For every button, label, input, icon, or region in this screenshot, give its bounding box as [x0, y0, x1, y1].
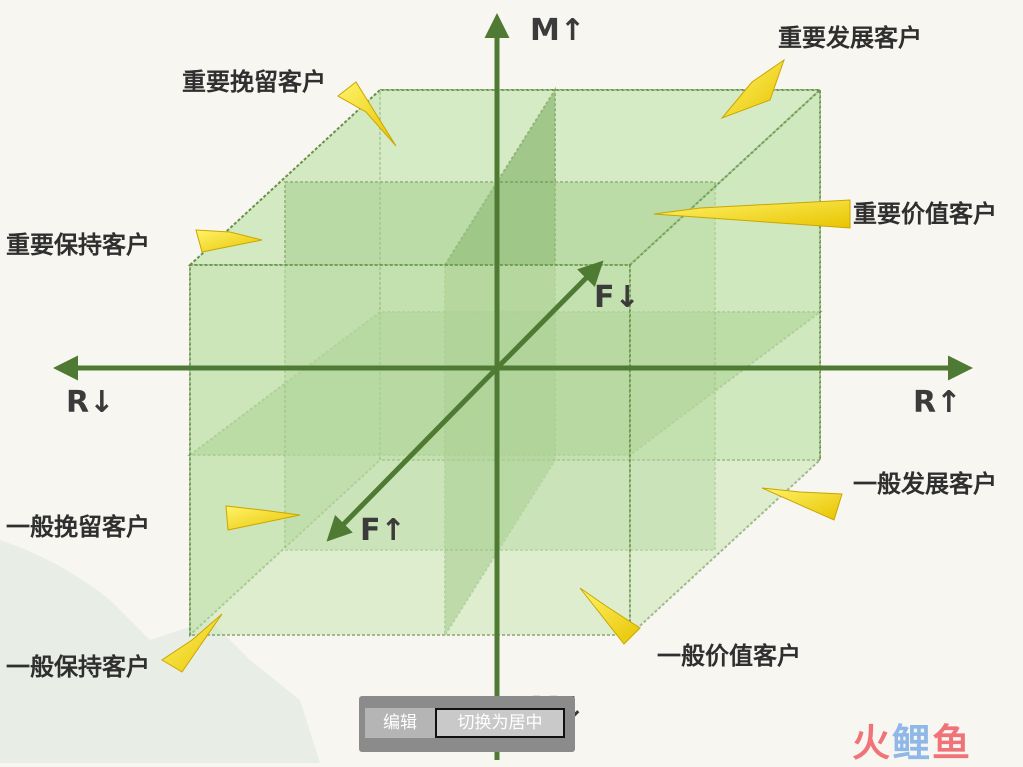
arrow-general-value: [579, 587, 641, 645]
image-edit-toolbar: 编辑 切换为居中: [359, 696, 575, 752]
watermark-part-1: 火: [852, 721, 893, 765]
f-axis-back: [495, 260, 604, 370]
f-axis-front: [326, 366, 499, 542]
arrow-general-keep: [161, 613, 223, 673]
edit-button[interactable]: 编辑: [365, 708, 435, 738]
label-general-develop: 一般发展客户: [853, 470, 997, 498]
label-important-retain: 重要挽留客户: [182, 68, 326, 96]
pointer-arrows: [161, 58, 851, 673]
label-important-develop: 重要发展客户: [778, 24, 922, 52]
axis-label-f-down: F↓: [594, 280, 640, 315]
label-general-value: 一般价值客户: [657, 642, 801, 670]
axis-label-r-up: R↑: [913, 385, 961, 420]
label-important-value: 重要价值客户: [853, 200, 997, 228]
axes: [53, 13, 973, 760]
arrow-important-retain: [337, 81, 397, 147]
axis-label-f-up: F↑: [360, 513, 406, 548]
label-general-retain: 一般挽留客户: [6, 513, 150, 541]
watermark-logo: 火鲤鱼: [852, 712, 972, 767]
axis-label-m-up: M↑: [530, 13, 585, 48]
arrow-general-retain: [225, 505, 301, 531]
cube-right-face: [629, 87, 821, 638]
toggle-center-button[interactable]: 切换为居中: [435, 708, 565, 738]
cube-front-face: [189, 264, 631, 636]
watermark-part-3: 鱼: [932, 721, 973, 765]
background-shape: [0, 540, 320, 763]
label-general-keep: 一般保持客户: [6, 653, 150, 681]
axis-label-r-down: R↓: [66, 385, 114, 420]
label-important-keep: 重要保持客户: [6, 231, 150, 259]
arrow-general-develop: [761, 487, 843, 521]
arrow-important-value: [653, 199, 851, 229]
watermark-part-2: 鲤: [892, 721, 933, 765]
arrow-important-develop: [720, 58, 785, 120]
arrow-important-keep: [195, 229, 263, 253]
